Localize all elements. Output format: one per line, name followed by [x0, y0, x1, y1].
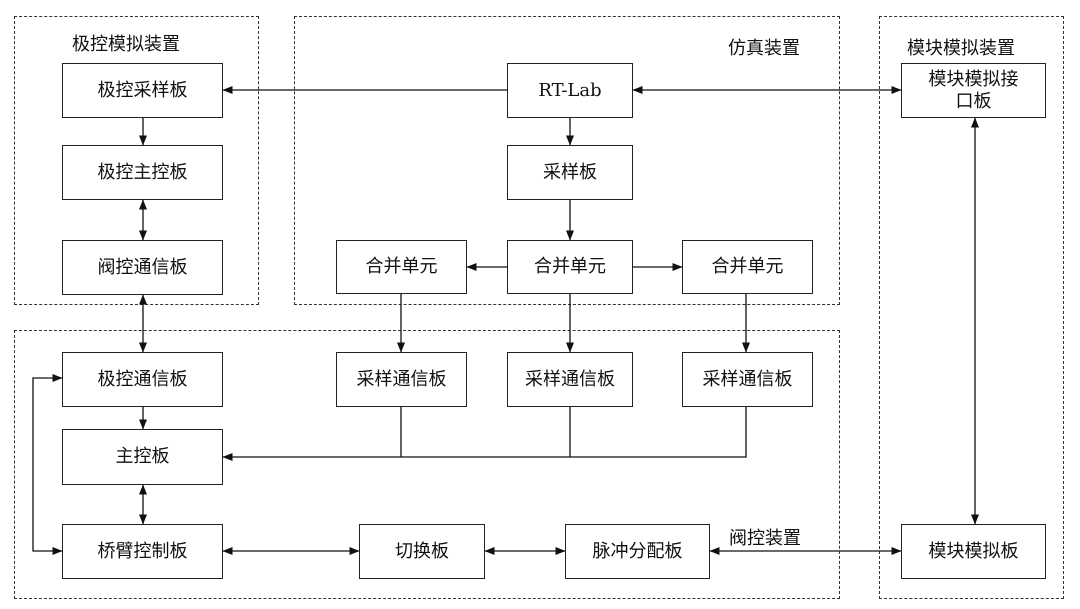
sample-comm-board-right: 采样通信板: [682, 352, 813, 407]
pulse-distribution-board: 脉冲分配板: [565, 524, 710, 579]
rtlab-node: RT-Lab: [507, 63, 633, 118]
simulator-region: [294, 16, 840, 305]
merge-unit-left: 合并单元: [336, 240, 467, 294]
sample-comm-board-left: 采样通信板: [336, 352, 467, 407]
merge-unit-right: 合并单元: [682, 240, 813, 294]
main-control-board: 主控板: [62, 429, 223, 485]
module-simulator-label: 模块模拟装置: [907, 38, 1015, 59]
module-sim-board: 模块模拟板: [901, 524, 1046, 579]
pole-comm-board: 极控通信板: [62, 352, 223, 407]
sample-comm-board-center: 采样通信板: [507, 352, 633, 407]
loop-bridge-pole-comm: [32, 374, 63, 555]
bridge-arm-control-board: 桥臂控制板: [62, 524, 223, 579]
module-simulator-region: [879, 16, 1064, 599]
merge-unit-center: 合并单元: [507, 240, 633, 294]
sampling-board: 采样板: [507, 145, 633, 200]
valve-control-region: [14, 330, 840, 599]
switch-board: 切换板: [359, 524, 485, 579]
pole-sampling-board: 极控采样板: [62, 63, 223, 118]
pole-control-simulator-region: [14, 16, 259, 305]
valve-control-label: 阀控装置: [729, 528, 801, 549]
valve-comm-board: 阀控通信板: [62, 240, 223, 295]
bus-sample-comm-to-main: [222, 407, 747, 461]
simulator-label: 仿真装置: [728, 38, 800, 59]
pole-control-simulator-label: 极控模拟装置: [72, 34, 180, 55]
pole-main-control-board: 极控主控板: [62, 145, 223, 200]
module-sim-interface-board: 模块模拟接 口板: [901, 63, 1046, 118]
